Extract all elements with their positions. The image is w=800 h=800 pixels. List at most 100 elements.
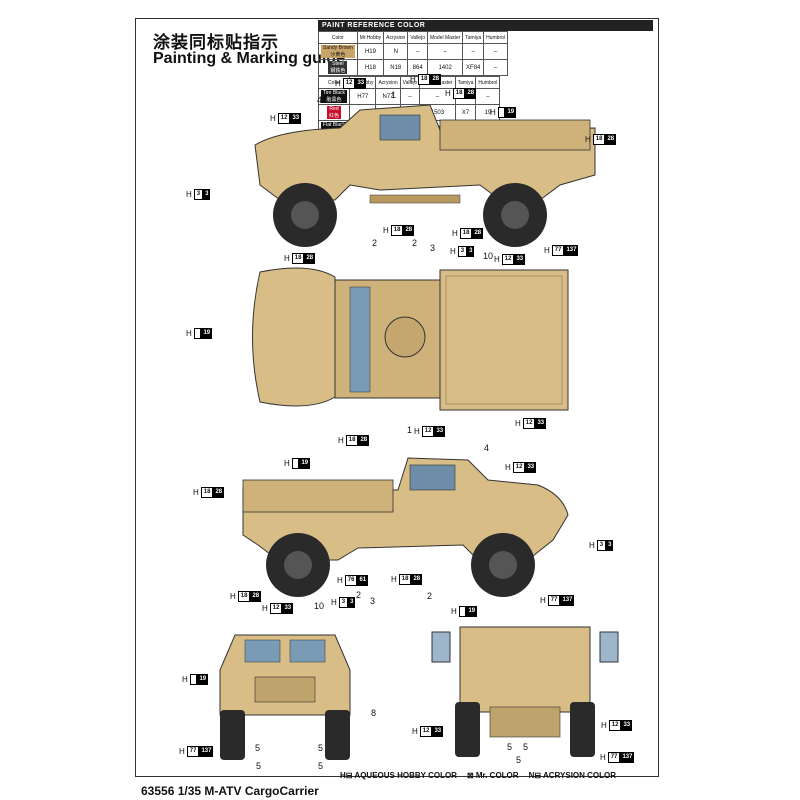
paint-col-header: Humbrol [475, 76, 501, 89]
tag-prefix: H [186, 329, 192, 338]
tag-hobby-code: 12 [512, 462, 526, 473]
tag-prefix: H [230, 592, 236, 601]
tag-hobby-code: 77 [607, 752, 621, 763]
paint-col-header: Vallejo [399, 76, 421, 89]
paint-cell-ac: N [383, 43, 409, 60]
part-number-callout: 2 [356, 590, 362, 600]
part-number-callout: 1 [407, 425, 413, 435]
tag-prefix: H [540, 596, 546, 605]
tag-prefix: H [494, 255, 500, 264]
legend-aqueous: H⊟ AQUEOUS HOBBY COLOR [340, 771, 457, 780]
paint-cell-va: – [407, 43, 428, 60]
tag-prefix: H [452, 229, 458, 238]
paint-cell-hu: – [483, 59, 509, 76]
part-number-callout: 5 [255, 743, 261, 753]
tag-acrysion-code: 137 [560, 595, 575, 606]
tag-acrysion-code: 28 [465, 88, 477, 99]
tag-prefix: H [391, 575, 397, 584]
part-number-callout: 4 [484, 443, 490, 453]
tag-acrysion-code: 33 [434, 426, 446, 437]
tag-prefix: H [544, 246, 550, 255]
tag-acrysion-code: 33 [355, 78, 367, 89]
tag-hobby-code [189, 674, 198, 685]
paint-cell-ta: XF84 [462, 59, 485, 76]
paint-cell-mm: 1402 [426, 59, 464, 76]
tag-hobby-code: 18 [345, 435, 359, 446]
tag-acrysion-code: 28 [250, 591, 262, 602]
tag-prefix: H [383, 226, 389, 235]
tag-prefix: H [585, 135, 591, 144]
tag-acrysion-code: 137 [620, 752, 635, 763]
tag-hobby-code: 3 [596, 540, 607, 551]
tag-hobby-code [291, 458, 300, 469]
tag-hobby-code: 76 [344, 575, 358, 586]
paint-col-header: Acrysion [383, 31, 409, 44]
tag-prefix: H [262, 604, 268, 613]
tag-acrysion-code: 61 [357, 575, 369, 586]
tag-hobby-code: 3 [457, 246, 468, 257]
part-number-callout: 5 [507, 742, 513, 752]
legend-mrcolor: ⊠ Mr. COLOR [466, 771, 519, 780]
part-number-callout: 5 [256, 761, 262, 771]
color-tag: H 19 [490, 107, 517, 118]
tag-prefix: H [589, 541, 595, 550]
tag-prefix: H [412, 727, 418, 736]
tag-acrysion-code: 28 [430, 74, 442, 85]
tag-acrysion-code: 33 [535, 418, 547, 429]
tag-prefix: H [450, 247, 456, 256]
tag-acrysion-code: 3 [467, 246, 475, 257]
tag-prefix: H [445, 89, 451, 98]
paint-cell-ta: – [462, 43, 485, 60]
tag-acrysion-code: 28 [304, 253, 316, 264]
legend-acrysion: N⊟ ACRYSION COLOR [528, 771, 617, 780]
tag-acrysion-code: 33 [290, 113, 302, 124]
tag-hobby-code: 12 [608, 720, 622, 731]
part-number-callout: 2 [412, 238, 418, 248]
tag-hobby-code [497, 107, 506, 118]
tag-prefix: H [600, 753, 606, 762]
tag-acrysion-code: 28 [605, 134, 617, 145]
tag-prefix: H [505, 463, 511, 472]
tag-acrysion-code: 19 [197, 674, 209, 685]
tag-acrysion-code: 28 [403, 225, 415, 236]
part-number-callout: 4 [317, 95, 323, 105]
paint-col-header: Color [318, 31, 358, 44]
part-number-callout: 1 [391, 90, 397, 100]
tag-acrysion-code: 33 [282, 603, 294, 614]
part-number-callout: 5 [318, 761, 324, 771]
tag-acrysion-code: 28 [411, 574, 423, 585]
part-number-callout: 5 [523, 742, 529, 752]
tag-acrysion-code: 19 [299, 458, 311, 469]
tag-hobby-code: 12 [277, 113, 291, 124]
paint-cell-mh: H18 [356, 59, 385, 76]
tag-hobby-code: 3 [338, 597, 349, 608]
side-view-left [254, 104, 596, 247]
part-number-callout: 10 [314, 601, 325, 611]
tag-acrysion-code: 19 [505, 107, 517, 118]
part-number-callout: 2 [372, 238, 378, 248]
paint-cell-ac: N18 [383, 59, 409, 76]
paint-cell-mm: – [426, 43, 464, 60]
